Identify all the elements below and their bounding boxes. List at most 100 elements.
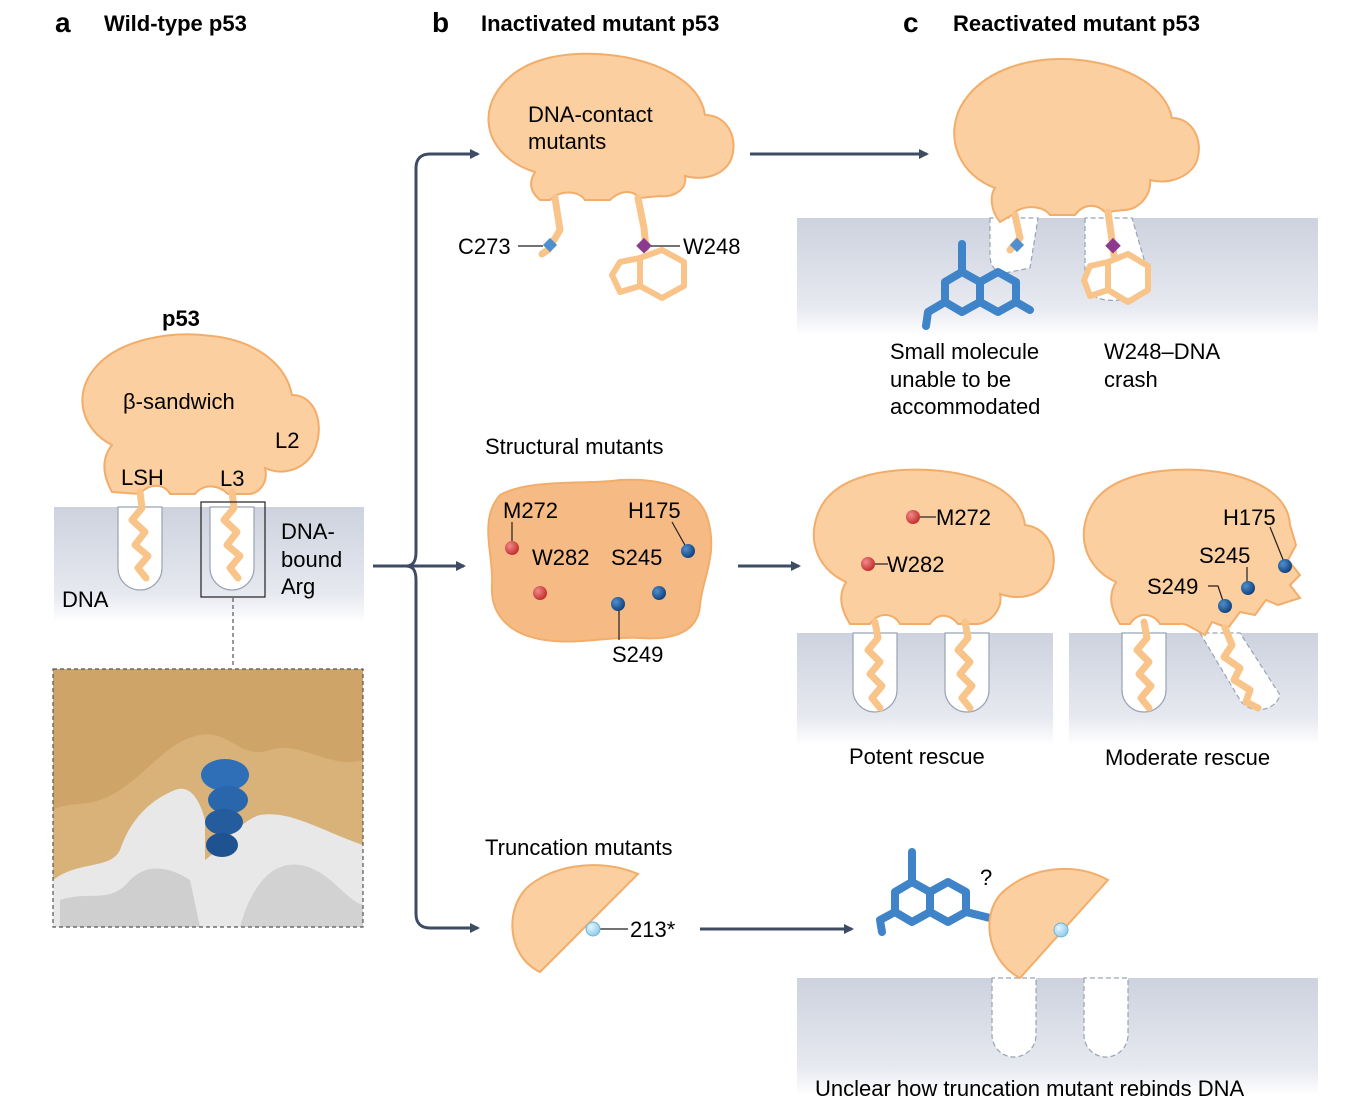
- protein-surface: [53, 669, 363, 810]
- structure-inset: [52, 668, 364, 928]
- dna-band: [797, 978, 1318, 1096]
- p53-wildtype-blob: [81, 333, 320, 496]
- arg-label-line-2: bound: [281, 547, 342, 572]
- truncation-fragment: [988, 867, 1110, 980]
- arg-sidechain: [128, 488, 152, 582]
- s249-leader: [1208, 585, 1225, 605]
- dna-band: [797, 218, 1318, 336]
- s249-label: S249: [1147, 574, 1198, 599]
- dna-contact-rescue: Small molecule unable to be accommodated…: [797, 58, 1318, 419]
- small-molecule: [876, 848, 994, 936]
- arrow-to-dna-contact: [405, 149, 480, 568]
- wild-type-panel: p53 β-sandwich L2 LSH L3 DNA DNA- bound …: [52, 306, 364, 928]
- l2-label: L2: [275, 428, 299, 453]
- truncation-label: Truncation mutants: [485, 835, 673, 860]
- panel-b-header: b Inactivated mutant p53: [432, 7, 719, 38]
- potent-rescue-caption: Potent rescue: [849, 744, 985, 769]
- crash-caption-line-2: crash: [1104, 367, 1158, 392]
- h175-leader: [1269, 526, 1285, 563]
- s245-marker: [652, 586, 666, 600]
- arg-label-line-3: Arg: [281, 574, 315, 599]
- panel-letter-b: b: [432, 7, 449, 38]
- w248-marker: [636, 237, 652, 254]
- dna-contact-mutant: DNA-contact mutants C273 W248: [458, 52, 740, 301]
- panel-title-c: Reactivated mutant p53: [953, 11, 1200, 36]
- m272-marker: [906, 510, 920, 524]
- arg-sidechain: [954, 618, 976, 712]
- c273-label: C273: [458, 234, 511, 259]
- moderate-rescue-caption: Moderate rescue: [1105, 745, 1270, 770]
- w282-marker: [533, 586, 547, 600]
- moderate-rescue-blob: [1082, 468, 1302, 637]
- structural-mutant: Structural mutants M272 W282 H175 S245 S…: [485, 434, 713, 667]
- arrow-to-truncation: [405, 564, 480, 933]
- s245-label: S245: [611, 545, 662, 570]
- c273-sidechain: [538, 194, 564, 258]
- p53-label: p53: [162, 306, 200, 331]
- tryptophan-ring: [609, 247, 687, 301]
- truncation-rescue-caption: Unclear how truncation mutant rebinds DN…: [815, 1076, 1245, 1101]
- dna-band: [54, 507, 364, 623]
- truncation-rescue: ? Unclear how truncation mutant rebinds …: [797, 848, 1318, 1101]
- lsh-label: LSH: [121, 465, 164, 490]
- small-molecule-caption-line-1: Small molecule: [890, 339, 1039, 364]
- panel-c-header: c Reactivated mutant p53: [903, 7, 1200, 38]
- h175-marker: [1278, 559, 1292, 573]
- s245-marker: [1241, 581, 1255, 595]
- c273-marker: [542, 237, 558, 253]
- structural-label: Structural mutants: [485, 434, 664, 459]
- structural-unfolded-blob: [487, 478, 713, 643]
- s249-label: S249: [612, 642, 663, 667]
- potent-rescue-blob: [812, 468, 1055, 625]
- w248-marker: [1105, 237, 1121, 254]
- arg-atom: [201, 759, 249, 791]
- question-mark: ?: [980, 865, 992, 890]
- truncation-mutant: Truncation mutants 213*: [485, 835, 676, 974]
- potent-rescue: M272 W282 Potent rescue: [797, 468, 1055, 769]
- m272-label: M272: [936, 505, 991, 530]
- dna-contact-label-line-2: mutants: [528, 129, 606, 154]
- small-molecule-caption-line-2: unable to be: [890, 367, 1011, 392]
- m272-marker: [505, 541, 519, 555]
- 213-label: 213*: [630, 917, 676, 942]
- w282-marker: [861, 557, 875, 571]
- 213-marker: [1053, 922, 1069, 938]
- h175-leader: [671, 521, 687, 548]
- w248-label: W248: [683, 234, 740, 259]
- branch-arrows: [373, 149, 929, 934]
- w282-label: W282: [887, 552, 944, 577]
- arg-sidechain: [864, 618, 886, 712]
- moderate-rescue: H175 S245 S249 Moderate rescue: [1069, 468, 1318, 770]
- zoom-box: [200, 501, 266, 598]
- arg-atom: [208, 786, 248, 814]
- l3-label: L3: [220, 466, 244, 491]
- h175-label: H175: [628, 498, 681, 523]
- panel-letter-c: c: [903, 7, 919, 38]
- 213-marker: [585, 921, 601, 937]
- h175-label: H175: [1223, 505, 1276, 530]
- s249-marker: [611, 597, 625, 611]
- h175-marker: [681, 544, 695, 558]
- m272-label: M272: [503, 498, 558, 523]
- s249-marker: [1218, 599, 1232, 613]
- panel-title-a: Wild-type p53: [104, 11, 247, 36]
- dna-surface-shade: [240, 864, 363, 927]
- panel-title-b: Inactivated mutant p53: [481, 11, 719, 36]
- w282-label: W282: [532, 545, 589, 570]
- s245-label: S245: [1199, 543, 1250, 568]
- arg-sidechain: [1220, 624, 1262, 712]
- dna-band: [1069, 633, 1318, 745]
- small-molecule: [922, 240, 1034, 330]
- dna-label: DNA: [62, 587, 109, 612]
- arg-atom: [206, 833, 238, 857]
- rescued-dna-contact-blob: [953, 58, 1200, 224]
- dna-contact-label-line-1: DNA-contact: [528, 102, 653, 127]
- arg-sidechain: [1133, 618, 1155, 712]
- dna-band: [797, 633, 1053, 745]
- small-molecule-caption-line-3: accommodated: [890, 394, 1040, 419]
- crash-caption-line-1: W248–DNA: [1104, 339, 1220, 364]
- arg-label-line-1: DNA-: [281, 519, 335, 544]
- arg-atom: [205, 809, 243, 835]
- panel-letter-a: a: [55, 7, 71, 38]
- dna-contact-blob: [487, 52, 735, 201]
